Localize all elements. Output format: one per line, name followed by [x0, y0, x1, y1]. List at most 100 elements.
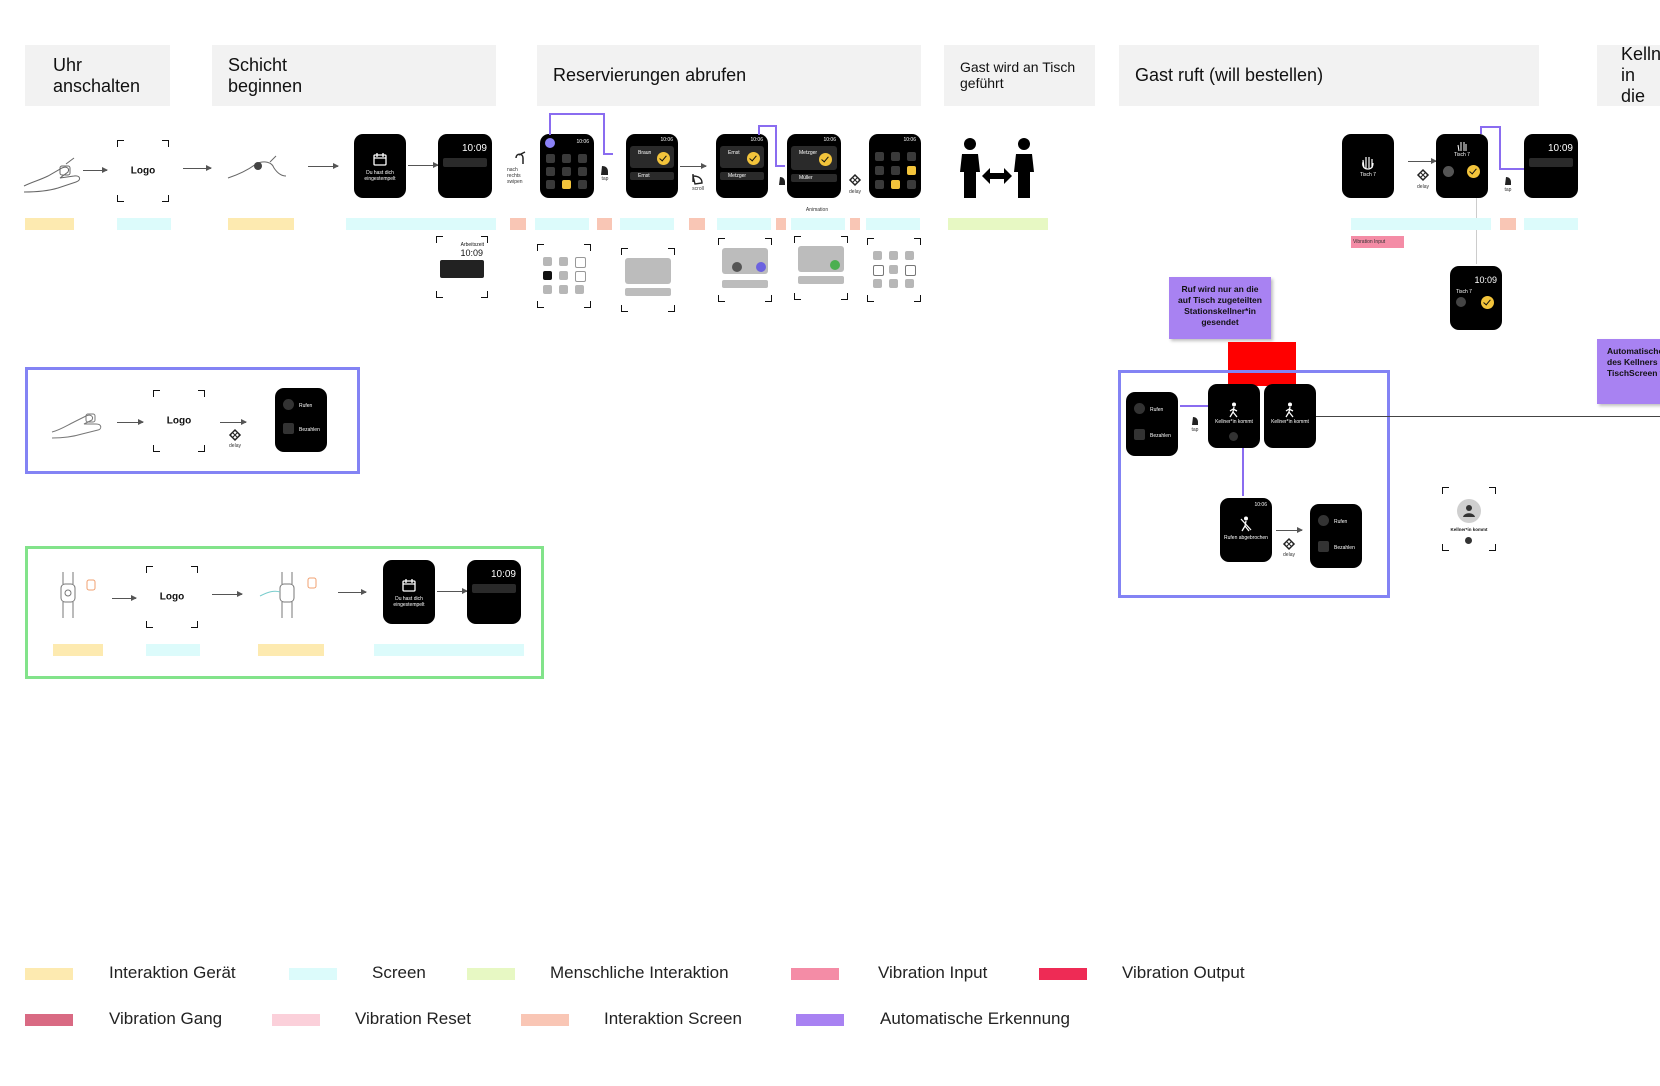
tap-caption: tap	[601, 176, 609, 182]
tisch-label-small: Tisch 7	[1454, 152, 1470, 158]
watch-screen-reservations-3: 10:06 Metzger Müller	[787, 134, 841, 198]
check-icon	[657, 152, 670, 165]
flow-arrow	[112, 595, 137, 601]
watch-screen-reservations-1: 10:06 Braun Ernst	[626, 134, 678, 198]
flow-arrow	[680, 163, 707, 169]
watch-tap-wireframe-icon	[259, 572, 317, 618]
wireframe-list-3	[794, 236, 848, 300]
flow-arrow	[212, 591, 243, 597]
strip-interaktion-screen	[597, 218, 612, 230]
legend-label-menschliche-interaktion: Menschliche Interaktion	[550, 963, 729, 982]
strip-screen	[1524, 218, 1578, 230]
walking-icon	[1285, 402, 1294, 418]
strip-screen	[717, 218, 771, 230]
legend-label-vibration-reset: Vibration Reset	[355, 1009, 471, 1028]
cancel-walking-icon	[1240, 516, 1252, 532]
tap-icon	[779, 174, 785, 185]
logo-screen: Logo	[117, 140, 169, 202]
wireframe-grid	[537, 244, 591, 308]
strip-interaktion-screen	[510, 218, 526, 230]
flow-arrow	[408, 162, 439, 168]
flow-arrow	[220, 419, 247, 425]
hand-watch-icon	[51, 413, 102, 439]
watch-wireframe-icon	[60, 572, 96, 618]
watch-screen-eingestempelt: Du hast dich eingestempelt	[354, 134, 406, 198]
legend-label-interaktion-screen: Interaktion Screen	[604, 1009, 742, 1028]
legend-label-vibration-input: Vibration Input	[878, 963, 988, 982]
kellner-kommt-label: Kellner*in kommt	[1215, 419, 1253, 425]
hand-wave-icon	[1362, 157, 1374, 170]
two-people-icon	[960, 138, 1034, 198]
header-reservierungen-abrufen: Reservierungen abrufen	[537, 45, 921, 106]
delay-caption: delay	[849, 189, 861, 195]
check-icon	[1481, 296, 1494, 309]
name-mueller: Müller	[799, 175, 813, 181]
note-ruf-stationskellner: Ruf wird nur an die auf Tisch zugeteilte…	[1169, 277, 1271, 339]
check-icon	[1467, 165, 1480, 178]
strip-screen	[535, 218, 589, 230]
watch-screen-kellner-kommt-1: Kellner*in kommt	[1208, 384, 1260, 448]
vibration-icon	[1416, 168, 1430, 182]
swipe-caption: nach rechts swipen	[507, 167, 523, 185]
watch-screen-rufen-abgebrochen: 10:06 Rufen abgebrochen	[1220, 498, 1272, 562]
watch-screen-time: 10:09	[467, 560, 521, 624]
strip-interaktion-geraet	[25, 218, 74, 230]
strip-vibration-input: Vibration Input	[1351, 236, 1404, 248]
header-uhr-anschalten: Uhr anschalten	[25, 45, 170, 106]
animation-caption: Animation	[805, 207, 829, 213]
eingestempelt-label: Du hast dich eingestempelt	[364, 170, 396, 182]
legend-swatch-vibration-reset	[272, 1014, 320, 1026]
calendar-icon	[373, 153, 387, 166]
watch-screen-table-grid: 10:06	[540, 134, 594, 198]
arbeitszeit-label: Arbeitszeit	[460, 242, 484, 248]
time-small: 10:06	[576, 139, 589, 145]
wrist-tap-icon	[227, 155, 287, 179]
strip-menschliche-interaktion	[948, 218, 1048, 230]
vibration-icon	[848, 173, 862, 187]
strip-screen	[620, 218, 674, 230]
logo-label: Logo	[130, 165, 156, 177]
watch-screen-rufen-bezahlen: Rufen Bezahlen	[275, 388, 327, 452]
rufen-abgebrochen-label: Rufen abgebrochen	[1224, 535, 1268, 541]
wireframe-kellner-kommt: Kellner*in kommt	[1442, 487, 1496, 551]
legend-swatch-automatische-erkennung	[796, 1014, 844, 1026]
name-ernst: Ernst	[638, 173, 650, 179]
watch-screen-tisch-time: 10:09 Tisch 7	[1450, 266, 1502, 330]
legend-label-interaktion-geraet: Interaktion Gerät	[109, 963, 236, 982]
vibration-icon	[228, 428, 242, 442]
wireframe-list-2	[718, 238, 772, 302]
watch-screen-rufen-bezahlen: Rufen Bezahlen	[1126, 392, 1178, 456]
tap-icon	[1505, 174, 1511, 185]
watch-screen-rufen-bezahlen-2: Rufen Bezahlen	[1310, 504, 1362, 568]
check-icon	[747, 152, 760, 165]
legend-swatch-interaktion-screen	[521, 1014, 569, 1026]
strip-screen	[117, 218, 171, 230]
time-display: 10:09	[461, 143, 487, 154]
strip-interaktion-geraet	[228, 218, 294, 230]
strip-screen	[374, 644, 524, 656]
watch-screen-time-2: 10:09	[1524, 134, 1578, 198]
logo-screen: Logo	[146, 566, 198, 628]
flow-arrow	[338, 589, 367, 595]
strip-interaktion-screen	[776, 218, 786, 230]
hand-watch-icon	[23, 157, 81, 193]
header-gast-an-tisch: Gast wird an Tisch geführt	[944, 45, 1095, 106]
wireframe-arbeitszeit: Arbeitszeit 10:09	[436, 236, 488, 298]
swipe-icon	[515, 151, 526, 164]
legend-label-automatische-erkennung: Automatische Erkennung	[880, 1009, 1070, 1028]
strip-screen	[346, 218, 496, 230]
reservation-icon	[545, 138, 555, 148]
legend-swatch-menschliche-interaktion	[467, 968, 515, 980]
legend-swatch-screen	[289, 968, 337, 980]
strip-screen	[146, 644, 200, 656]
strip-interaktion-screen	[689, 218, 705, 230]
header-schicht-beginnen: Schicht beginnen	[212, 45, 496, 106]
walking-icon	[1229, 402, 1238, 418]
legend-swatch-interaktion-geraet	[25, 968, 73, 980]
flow-arrow	[308, 163, 339, 169]
wireframe-grid-2	[867, 238, 921, 302]
flow-arrow	[183, 165, 212, 171]
strip-screen	[1351, 218, 1491, 230]
vibration-output-block	[1228, 342, 1296, 386]
legend-label-screen: Screen	[372, 963, 426, 982]
